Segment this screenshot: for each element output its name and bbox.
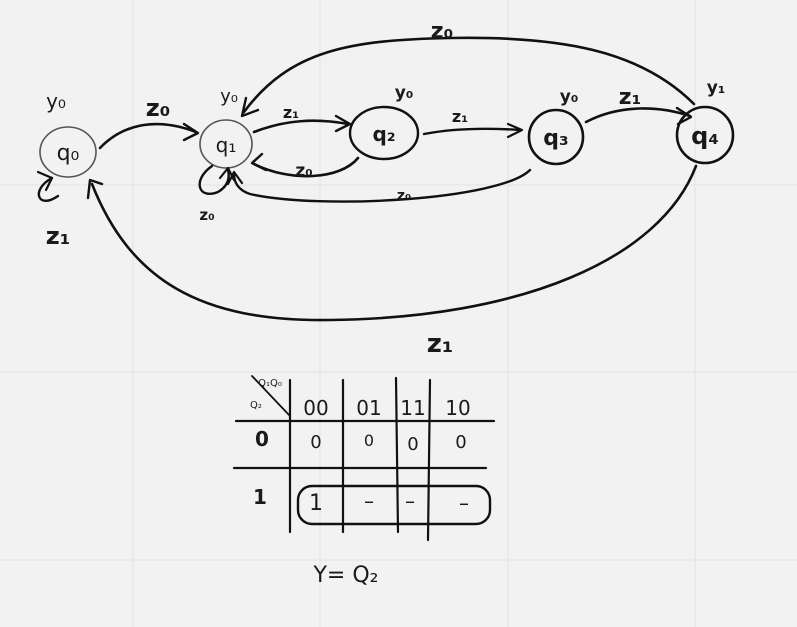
output-equation: Y= Q₂ — [312, 563, 378, 588]
transition-q3-q1: z₀ — [226, 168, 532, 204]
transition-q4-q0: z₁ — [86, 164, 698, 359]
kmap-cell-0-01: 0 — [364, 431, 374, 450]
kmap-cell-1-10: – — [459, 491, 469, 515]
transition-q0-q0: z₁ — [36, 170, 70, 250]
kmap-col-header-00: 00 — [303, 396, 328, 420]
state-q1: q₁ y₀ — [199, 86, 253, 169]
kmap-cell-1-00: 1 — [309, 491, 323, 516]
kmap-corner-top: Q₁Q₀ — [258, 378, 282, 389]
transition-q1-q1: z₀ — [198, 164, 236, 224]
state-q3-output: y₀ — [560, 87, 579, 107]
state-q0-output: y₀ — [46, 89, 66, 113]
transition-q0-q0-label: z₁ — [46, 222, 70, 250]
kmap-cell-0-11: 0 — [407, 434, 418, 455]
state-q2: q₂ y₀ — [348, 83, 420, 161]
transition-q2-q1: z₀ — [250, 152, 360, 181]
state-q4: q₄ y₁ — [675, 78, 735, 165]
kmap-col-header-11: 11 — [400, 396, 425, 420]
state-q0: q₀ y₀ — [39, 89, 97, 178]
kmap-cell-0-00: 0 — [310, 432, 321, 453]
kmap-cell-0-10: 0 — [455, 432, 466, 453]
transition-q1-q1-label: z₀ — [199, 206, 214, 224]
karnaugh-map: Q₁Q₀ Q₂ 00 01 11 10 0 1 0 0 0 0 1 – – – — [232, 375, 496, 542]
transition-q3-q4-label: z₁ — [619, 85, 641, 110]
state-q3: q₃ y₀ — [527, 87, 585, 166]
transition-q4-q0-label: z₁ — [427, 329, 454, 359]
kmap-grouping-loop — [296, 484, 492, 526]
transition-q0-q1-label: z₀ — [146, 94, 170, 122]
transition-q4-q1: z₀ — [240, 19, 696, 118]
transition-q0-q1: z₀ — [98, 94, 200, 150]
state-q2-label: q₂ — [372, 122, 395, 146]
state-q4-output: y₁ — [707, 78, 726, 98]
transition-q2-q3-label: z₁ — [452, 107, 468, 126]
state-q3-label: q₃ — [543, 126, 568, 151]
kmap-row-label-1: 1 — [253, 485, 267, 509]
transition-q1-q2-label: z₁ — [283, 103, 299, 122]
kmap-corner-left: Q₂ — [250, 400, 262, 411]
kmap-cell-1-11: – — [405, 489, 415, 513]
transition-q3-q1-label: z₀ — [397, 188, 411, 204]
state-q4-label: q₄ — [691, 122, 719, 150]
kmap-cell-1-01: – — [364, 489, 374, 513]
kmap-col-header-10: 10 — [445, 396, 470, 420]
transition-q2-q3: z₁ — [422, 107, 524, 139]
transition-q3-q4: z₁ — [584, 85, 693, 126]
transition-q1-q2: z₁ — [252, 103, 352, 134]
transition-q2-q1-label: z₀ — [295, 161, 312, 181]
state-q1-label: q₁ — [216, 133, 237, 157]
state-q1-output: y₀ — [220, 86, 238, 107]
state-q2-output: y₀ — [395, 83, 414, 103]
state-q0-label: q₀ — [57, 141, 80, 166]
kmap-col-header-01: 01 — [356, 396, 381, 420]
kmap-row-label-0: 0 — [255, 427, 269, 451]
transition-q4-q1-label: z₀ — [431, 19, 453, 44]
